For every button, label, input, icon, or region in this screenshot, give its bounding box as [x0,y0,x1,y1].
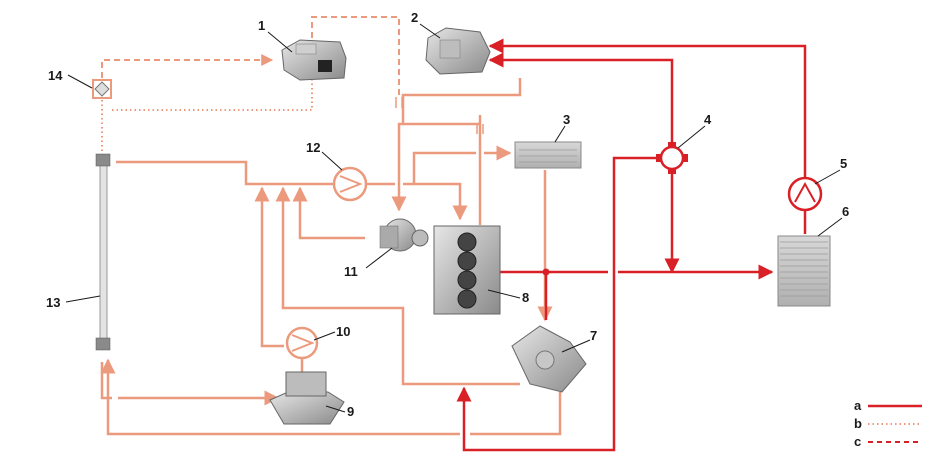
line-bottom-1 [100,362,278,398]
leader-8 [487,289,521,299]
valve-4 [656,142,688,174]
leader-7 [561,339,591,353]
leader-14 [67,74,93,89]
callout-11: 11 [344,264,358,279]
component-2 [425,27,491,75]
pump-12 [332,166,368,202]
leader-2 [419,23,441,39]
line-pump10 [254,186,284,348]
dashed-14 [101,54,274,78]
oil-cooler-9 [269,371,345,425]
valve-top [395,97,403,108]
cap-14 [92,79,112,99]
radiator-6 [777,235,831,307]
leader-12 [321,151,343,171]
valve-right [476,124,484,134]
callout-1: 1 [258,18,265,33]
callout-9: 9 [347,404,354,419]
dotted-vent-2 [112,80,313,111]
line-5-up [488,38,807,178]
legend: a b c [854,398,922,449]
leader-4 [677,125,706,149]
callout-2: 2 [411,10,418,25]
turbo-11 [379,218,429,252]
line-pump12-out [366,182,460,219]
callout-14: 14 [48,68,63,83]
line-to-therm [456,156,660,452]
junction-dot [542,268,550,276]
cooler-3 [514,141,582,169]
callout-7: 7 [590,328,597,343]
legend-label-a: a [854,398,862,413]
callout-12: 12 [306,140,320,155]
callout-5: 5 [840,156,847,171]
pump-5 [787,176,823,212]
legend-label-b: b [854,416,862,431]
leader-5 [814,169,841,185]
dashed-top [311,16,400,95]
line-to-cooler3 [412,153,510,184]
expansion-tank-1 [281,39,347,81]
callout-10: 10 [336,324,350,339]
leaders [65,23,843,413]
line-4-up [488,52,674,143]
engine-block-8 [433,225,501,315]
leader-9 [325,405,346,413]
thermostat-7 [511,325,587,393]
callout-6: 6 [842,204,849,219]
pump-10 [285,326,319,360]
leader-11 [365,247,393,269]
line-bottom-2 [108,360,562,436]
hose-13 [95,153,111,351]
callout-3: 3 [563,112,570,127]
line-therm-left [275,186,520,386]
callout-numbers: 1 2 3 4 5 6 7 8 9 10 11 12 13 14 [46,10,849,419]
dashed-circuit [101,16,400,95]
leader-6 [817,217,843,237]
callout-4: 4 [704,112,712,127]
line-top-to-turbo [391,78,522,212]
high-temp-circuit [456,38,807,452]
leader-13 [65,295,101,303]
callout-13: 13 [46,295,60,310]
leader-3 [554,125,566,143]
leader-10 [313,331,336,341]
line-rad-to-pump12 [116,160,334,186]
dotted-circuit [101,80,313,152]
leader-1 [267,31,293,53]
valve-marks [395,97,484,134]
legend-label-c: c [854,434,861,449]
callout-8: 8 [522,290,529,305]
line-turbo-return [292,186,365,240]
